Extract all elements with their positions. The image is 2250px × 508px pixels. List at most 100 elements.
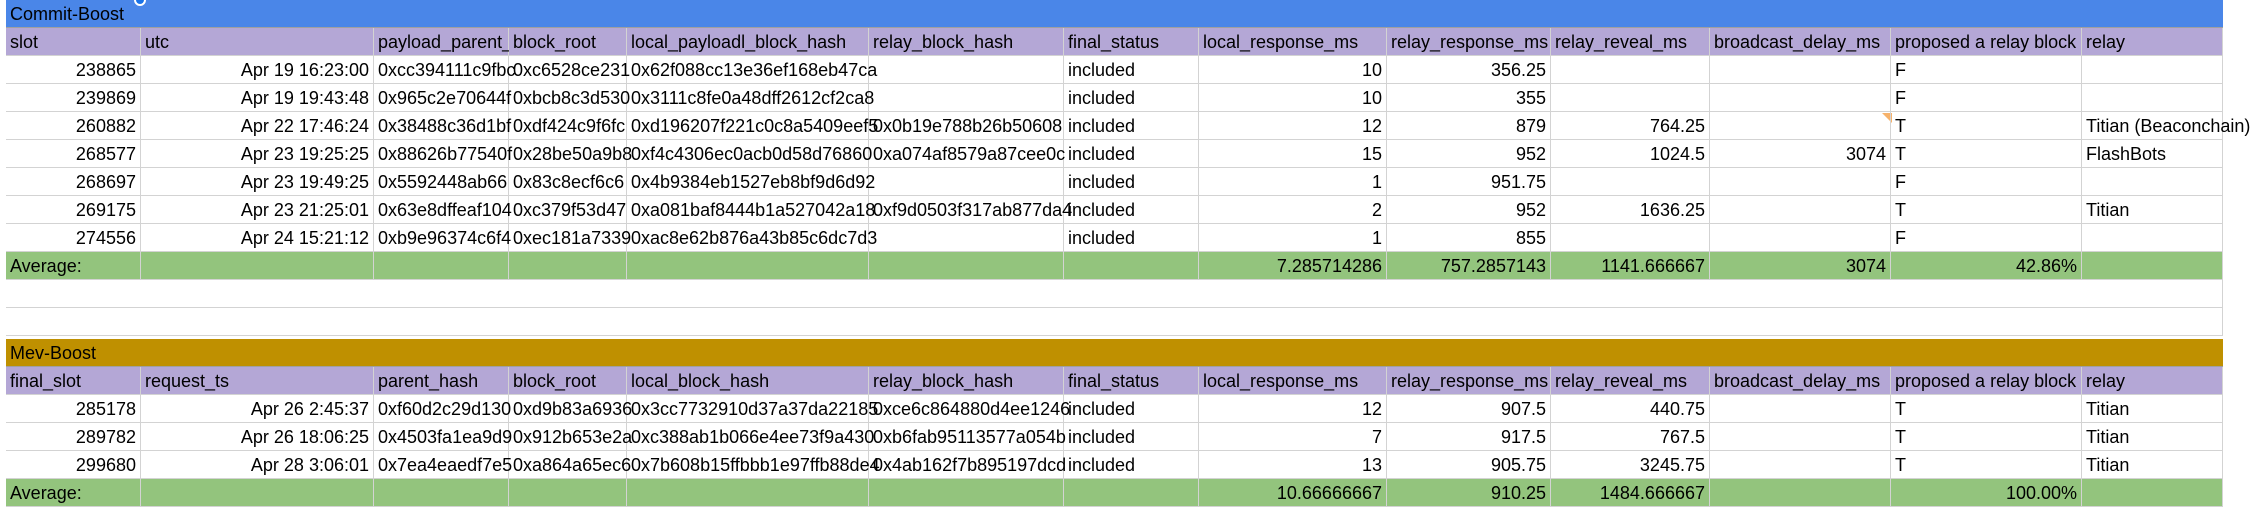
column-header-block-root[interactable]: block_root	[509, 28, 627, 56]
column-header-status[interactable]: final_status	[1064, 28, 1199, 56]
cell-local-hash[interactable]: 0x7b608b15ffbbb1e97ffb88de4	[627, 451, 880, 479]
cell-status[interactable]: included	[1064, 423, 1199, 451]
cell-relay[interactable]: Titian	[2082, 423, 2223, 451]
cell-local-hash[interactable]: 0xc388ab1b066e4ee73f9a430	[627, 423, 874, 451]
cell-local-hash[interactable]: 0xac8e62b876a43b85c6dc7d3	[627, 224, 877, 252]
cell-relay-hash[interactable]	[869, 168, 1064, 196]
average-relay-reveal[interactable]: 1141.666667	[1551, 252, 1710, 280]
cell-block-root[interactable]: 0xc6528ce231	[509, 56, 630, 84]
cell-utc[interactable]: Apr 19 16:23:00	[141, 56, 374, 84]
cell-local-hash[interactable]: 0x4b9384eb1527eb8bf9d6d92	[627, 168, 875, 196]
average-local-response[interactable]: 7.285714286	[1199, 252, 1387, 280]
cell-status[interactable]: included	[1064, 224, 1199, 252]
cell-relay-hash[interactable]	[869, 84, 1064, 112]
column-header-relay-reveal[interactable]: relay_reveal_ms	[1551, 367, 1710, 395]
average-empty-cell[interactable]	[141, 252, 374, 280]
column-header-relay-response[interactable]: relay_response_ms	[1387, 367, 1551, 395]
column-header-parent[interactable]: parent_hash	[374, 367, 509, 395]
cell-relay[interactable]	[2082, 224, 2223, 252]
cell-relay-reveal[interactable]: 440.75	[1551, 395, 1710, 423]
cell-relay-reveal[interactable]: 1636.25	[1551, 196, 1710, 224]
cell-relay-response[interactable]: 855	[1387, 224, 1551, 252]
cell-relay[interactable]: FlashBots	[2082, 140, 2223, 168]
cell-slot[interactable]: 285178	[6, 395, 141, 423]
cell-parent[interactable]: 0x4503fa1ea9d9	[374, 423, 512, 451]
cell-relay-response[interactable]: 879	[1387, 112, 1551, 140]
cell-status[interactable]: included	[1064, 196, 1199, 224]
cell-block-root[interactable]: 0xdf424c9f6fc	[509, 112, 627, 140]
cell-proposed[interactable]: T	[1891, 112, 2082, 140]
cell-status[interactable]: included	[1064, 56, 1199, 84]
cell-relay[interactable]: Titian (Beaconchain)	[2082, 112, 2250, 140]
cell-relay-reveal[interactable]: 767.5	[1551, 423, 1710, 451]
cell-relay-hash[interactable]: 0xf9d0503f317ab877da4	[869, 196, 1072, 224]
average-empty-cell[interactable]	[1064, 252, 1199, 280]
column-header-proposed[interactable]: proposed a relay block	[1891, 367, 2082, 395]
cell-relay-reveal[interactable]	[1551, 56, 1710, 84]
average-empty-cell[interactable]	[869, 252, 1064, 280]
cell-status[interactable]: included	[1064, 451, 1199, 479]
cell-parent[interactable]: 0xf60d2c29d130	[374, 395, 511, 423]
column-header-slot[interactable]: final_slot	[6, 367, 141, 395]
cell-utc[interactable]: Apr 19 19:43:48	[141, 84, 374, 112]
cell-relay-hash[interactable]: 0xa074af8579a87cee0c	[869, 140, 1065, 168]
cell-parent[interactable]: 0x7ea4eaedf7e5	[374, 451, 512, 479]
cell-local-hash[interactable]: 0x3111c8fe0a48dff2612cf2ca8	[627, 84, 874, 112]
cell-relay[interactable]	[2082, 168, 2223, 196]
cell-slot[interactable]: 269175	[6, 196, 141, 224]
cell-relay-reveal[interactable]: 764.25	[1551, 112, 1710, 140]
column-header-local-response[interactable]: local_response_ms	[1199, 367, 1387, 395]
commit-boost-title-band[interactable]: Commit-Boost	[6, 0, 2223, 28]
average-label[interactable]: Average:	[6, 479, 141, 507]
average-proposed[interactable]: 42.86%	[1891, 252, 2082, 280]
cell-relay-reveal[interactable]	[1551, 84, 1710, 112]
cell-utc[interactable]: Apr 23 19:49:25	[141, 168, 374, 196]
cell-block-root[interactable]: 0x912b653e2a	[509, 423, 632, 451]
cell-proposed[interactable]: T	[1891, 451, 2082, 479]
column-header-local-hash[interactable]: local_payloadl_block_hash	[627, 28, 869, 56]
cell-slot[interactable]: 299680	[6, 451, 141, 479]
cell-proposed[interactable]: F	[1891, 56, 2082, 84]
column-header-relay[interactable]: relay	[2082, 367, 2223, 395]
cell-local-response[interactable]: 1	[1199, 224, 1387, 252]
cell-slot[interactable]: 238865	[6, 56, 141, 84]
cell-proposed[interactable]: F	[1891, 84, 2082, 112]
average-proposed[interactable]: 100.00%	[1891, 479, 2082, 507]
cell-broadcast-delay[interactable]	[1710, 224, 1891, 252]
cell-status[interactable]: included	[1064, 395, 1199, 423]
cell-utc[interactable]: Apr 23 21:25:01	[141, 196, 374, 224]
cell-local-response[interactable]: 12	[1199, 112, 1387, 140]
average-broadcast-delay[interactable]	[1710, 479, 1891, 507]
column-header-local-response[interactable]: local_response_ms	[1199, 28, 1387, 56]
cell-status[interactable]: included	[1064, 112, 1199, 140]
cell-relay-response[interactable]: 952	[1387, 140, 1551, 168]
cell-block-root[interactable]: 0xd9b83a6936	[509, 395, 632, 423]
cell-broadcast-delay[interactable]	[1710, 168, 1891, 196]
cell-relay-reveal[interactable]	[1551, 168, 1710, 196]
average-empty-cell[interactable]	[2082, 479, 2223, 507]
column-header-relay[interactable]: relay	[2082, 28, 2223, 56]
cell-relay-hash[interactable]: 0x4ab162f7b895197dcd	[869, 451, 1066, 479]
cell-parent[interactable]: 0x63e8dffeaf104	[374, 196, 512, 224]
cell-relay[interactable]: Titian	[2082, 395, 2223, 423]
cell-proposed[interactable]: T	[1891, 423, 2082, 451]
column-header-parent[interactable]: payload_parent_	[374, 28, 512, 56]
cell-local-hash[interactable]: 0xa081baf8444b1a527042a18	[627, 196, 875, 224]
cell-local-response[interactable]: 10	[1199, 56, 1387, 84]
cell-slot[interactable]: 260882	[6, 112, 141, 140]
cell-utc[interactable]: Apr 23 19:25:25	[141, 140, 374, 168]
cell-note-icon[interactable]	[1882, 113, 1892, 123]
cell-status[interactable]: included	[1064, 168, 1199, 196]
average-empty-cell[interactable]	[374, 479, 509, 507]
column-header-relay-response[interactable]: relay_response_ms	[1387, 28, 1551, 56]
cell-status[interactable]: included	[1064, 140, 1199, 168]
average-empty-cell[interactable]	[1064, 479, 1199, 507]
cell-relay-response[interactable]: 951.75	[1387, 168, 1551, 196]
cell-relay-reveal[interactable]: 3245.75	[1551, 451, 1710, 479]
cell-relay-hash[interactable]	[869, 56, 1064, 84]
cell-local-response[interactable]: 1	[1199, 168, 1387, 196]
column-header-relay-reveal[interactable]: relay_reveal_ms	[1551, 28, 1710, 56]
average-broadcast-delay[interactable]: 3074	[1710, 252, 1891, 280]
average-empty-cell[interactable]	[627, 479, 869, 507]
cell-parent[interactable]: 0x88626b77540f	[374, 140, 512, 168]
